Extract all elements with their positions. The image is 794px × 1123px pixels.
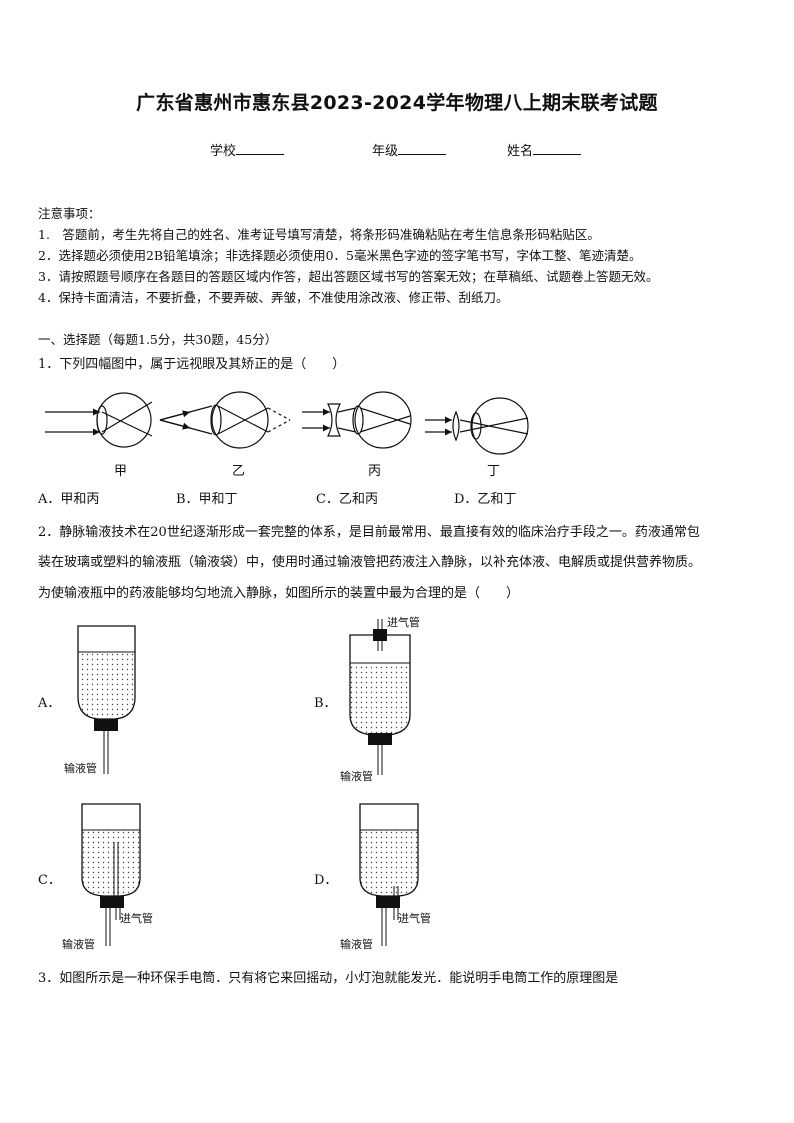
bottle-d-diagram <box>359 803 419 946</box>
eye-diagram-ding <box>425 397 529 455</box>
grade-label: 年级 <box>372 144 399 159</box>
note-item: 4．保持卡面清洁，不要折叠，不要弄破、弄皱，不准使用涂改液、修正带、刮纸刀。 <box>38 290 509 305</box>
question-2-line: 2．静脉输液技术在20世纪逐渐形成一套完整的体系，是目前最常用、最直接有效的临床… <box>38 525 700 540</box>
tube-label-a: 输液管 <box>64 762 97 775</box>
tube-label-d: 输液管 <box>340 938 373 951</box>
question-2-line: 为使输液瓶中的药液能够均匀地流入静脉，如图所示的装置中最为合理的是（ ） <box>38 586 520 601</box>
school-field: 学校 <box>210 140 285 159</box>
notes-heading: 注意事项： <box>38 206 101 221</box>
school-blank <box>236 142 285 155</box>
section-heading: 一、选择题（每题1.5分，共30题，45分） <box>38 332 278 347</box>
question-2-line: 装在玻璃或塑料的输液瓶（输液袋）中，使用时通过输液管把药液注入静脉，以补充体液、… <box>38 555 702 570</box>
eye-diagram-yi <box>159 391 291 449</box>
bottle-b-diagram <box>349 619 411 775</box>
name-blank <box>533 142 582 155</box>
note-item: 2．选择题必须使用2B铅笔填涂；非选择题必须使用0．5毫米黑色字迹的签字笔书写，… <box>38 248 642 263</box>
tube-label-c: 输液管 <box>62 938 95 951</box>
grade-blank <box>398 142 447 155</box>
q2-option-b-letter: B． <box>314 696 337 711</box>
option-a: A．甲和丙 <box>38 492 100 507</box>
name-label: 姓名 <box>507 144 534 159</box>
figure-label-yi: 乙 <box>232 464 246 479</box>
note-item: 1. 答题前，考生先将自己的姓名、准考证号填写清楚，将条形码准确粘贴在考生信息条… <box>38 227 600 242</box>
figure-label-ding: 丁 <box>487 464 501 479</box>
eye-diagram-bing <box>302 391 412 449</box>
note-item: 3．请按照题号顺序在各题目的答题区域内作答，超出答题区域书写的答案无效；在草稿纸… <box>38 269 659 284</box>
vent-label-d: 进气管 <box>398 912 431 925</box>
option-d: D．乙和丁 <box>454 492 517 507</box>
q2-option-d-letter: D． <box>314 873 338 888</box>
option-b: B．甲和丁 <box>176 492 238 507</box>
bottle-a-diagram <box>77 625 136 774</box>
page-title: 广东省惠州市惠东县2023-2024学年物理八上期末联考试题 <box>136 92 658 114</box>
option-c: C．乙和丙 <box>316 492 378 507</box>
figure-label-bing: 丙 <box>368 464 382 479</box>
figure-label-jia: 甲 <box>114 464 128 479</box>
eye-diagram-jia <box>45 392 153 448</box>
q2-option-c-letter: C． <box>38 873 61 888</box>
vent-label-b: 进气管 <box>387 616 420 629</box>
tube-label-b: 输液管 <box>340 770 373 783</box>
bottle-c-diagram <box>81 803 141 946</box>
school-label: 学校 <box>210 144 237 159</box>
question-3-stem: 3．如图所示是一种环保手电筒．只有将它来回摇动，小灯泡就能发光．能说明手电筒工作… <box>38 971 619 986</box>
grade-field: 年级 <box>372 140 447 159</box>
vent-label-c: 进气管 <box>120 912 153 925</box>
eye-diagrams <box>45 391 529 455</box>
question-1-stem: 1．下列四幅图中，属于远视眼及其矫正的是（ ） <box>38 357 346 372</box>
q2-option-a-letter: A． <box>38 696 61 711</box>
name-field: 姓名 <box>507 140 582 159</box>
